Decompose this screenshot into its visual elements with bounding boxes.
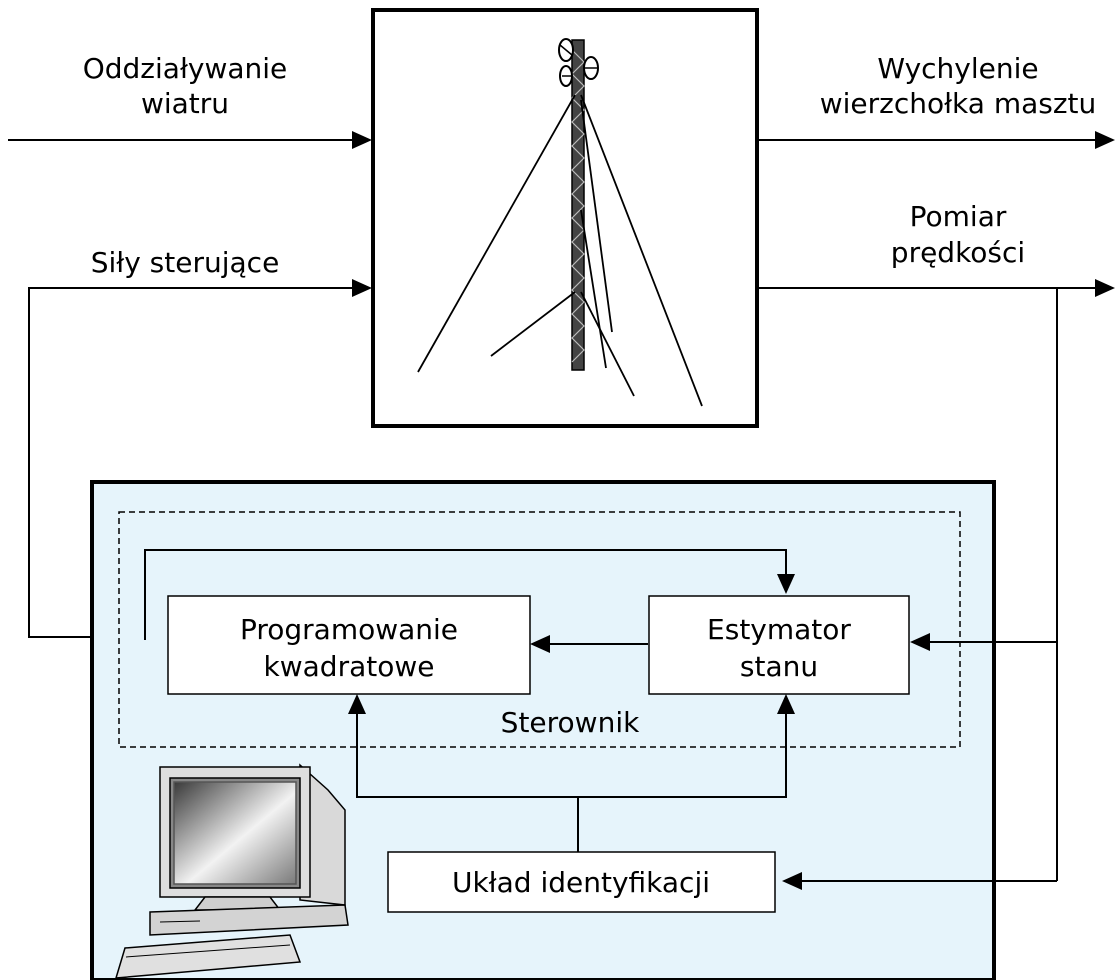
measurement-feedback-lines bbox=[782, 288, 1058, 890]
qp-label-line2: kwadratowe bbox=[264, 650, 435, 683]
guyed-mast-icon bbox=[417, 38, 703, 407]
wind-label-line2: wiatru bbox=[141, 87, 229, 120]
identification-lines bbox=[348, 694, 795, 852]
qp-label-line1: Programowanie bbox=[240, 613, 458, 646]
velocity-output-arrow bbox=[759, 279, 1115, 297]
computer-icon bbox=[114, 763, 349, 979]
controller-dashed-frame bbox=[118, 511, 961, 748]
velocity-label-line1: Pomiar bbox=[910, 200, 1007, 233]
wind-input-arrow bbox=[8, 131, 372, 149]
control-forces-label: Siły sterujące bbox=[91, 246, 280, 279]
controller-label: Sterownik bbox=[501, 706, 640, 739]
deflection-output-arrow bbox=[759, 131, 1115, 149]
identification-label: Układ identyfikacji bbox=[452, 866, 710, 899]
quadratic-programming-block bbox=[167, 595, 531, 695]
estimator-to-qp-arrow bbox=[530, 635, 648, 653]
velocity-label-line2: prędkości bbox=[891, 236, 1025, 269]
state-estimator-block bbox=[648, 595, 910, 695]
deflection-label-line1: Wychylenie bbox=[877, 52, 1038, 85]
estimator-label-line1: Estymator bbox=[707, 613, 851, 646]
estimator-label-line2: stanu bbox=[740, 650, 818, 683]
deflection-label-line2: wierzchołka masztu bbox=[820, 87, 1097, 120]
identification-block bbox=[387, 851, 776, 913]
qp-to-estimator-loop bbox=[144, 549, 795, 640]
wind-label-line1: Oddziaływanie bbox=[83, 52, 288, 85]
